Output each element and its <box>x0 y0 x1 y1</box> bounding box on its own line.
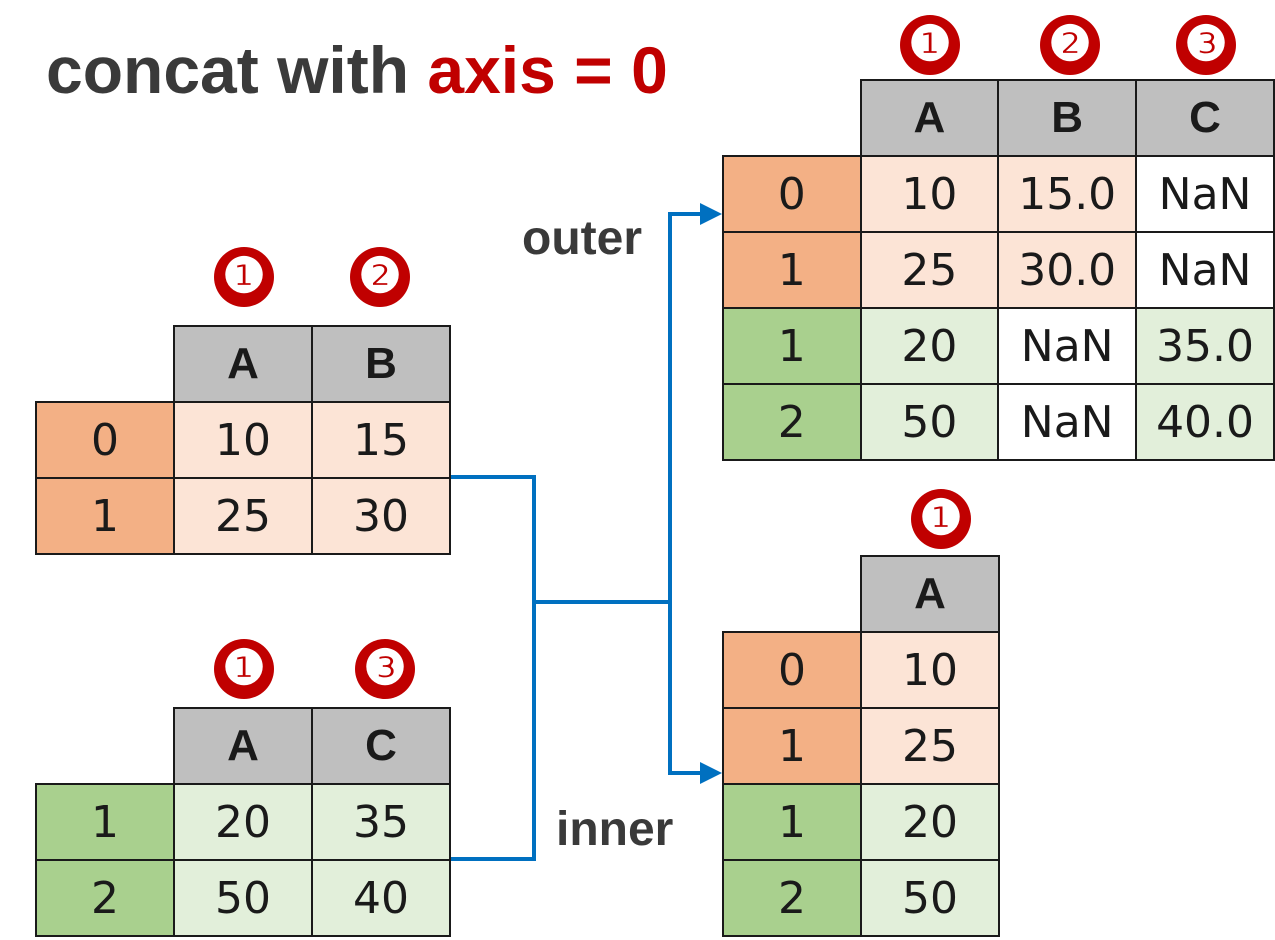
table-row: 0 10 <box>722 631 1000 709</box>
cell-value: NaN <box>997 383 1138 461</box>
row-index: 0 <box>722 631 862 709</box>
row-index: 1 <box>722 783 862 861</box>
outer-result-table: A B C 0 10 15.0 NaN 1 25 30.0 NaN 1 20 N… <box>722 79 1275 461</box>
marker-df2-c: ❸ <box>355 639 415 699</box>
corner-cell <box>36 708 174 784</box>
title-highlight: axis = 0 <box>427 33 668 107</box>
cell-value: 50 <box>859 383 1000 461</box>
row-index: 1 <box>722 231 862 309</box>
cell-value: 25 <box>859 231 1000 309</box>
marker-df1-a: ❶ <box>214 247 274 307</box>
table-row: 0 10 15.0 NaN <box>722 155 1275 233</box>
table-row: 2 50 NaN 40.0 <box>722 383 1275 461</box>
outer-connector <box>668 212 702 602</box>
cell-value: 10 <box>173 401 313 479</box>
marker-inner-a: ❶ <box>911 489 971 549</box>
corner-cell <box>723 556 861 632</box>
cell-value: 15.0 <box>997 155 1138 233</box>
cell-value: 40 <box>311 859 451 937</box>
row-index: 2 <box>722 383 862 461</box>
cell-value: NaN <box>1135 155 1275 233</box>
df1-connector <box>448 475 536 602</box>
table-row: 1 20 NaN 35.0 <box>722 307 1275 385</box>
table-row: 1 20 35 <box>35 783 451 861</box>
outer-arrowhead <box>700 203 722 225</box>
corner-cell <box>723 80 861 156</box>
row-index: 1 <box>722 307 862 385</box>
column-header-b: B <box>997 79 1138 157</box>
row-index: 0 <box>722 155 862 233</box>
table-row: 1 25 30.0 NaN <box>722 231 1275 309</box>
table-row: 1 25 30 <box>35 477 451 555</box>
header-row: A B C <box>723 79 1275 157</box>
column-header-a: A <box>859 79 1000 157</box>
cell-value: 25 <box>860 707 1000 785</box>
header-row: A B <box>36 325 451 403</box>
marker-df2-a: ❶ <box>214 639 274 699</box>
table-row: 1 20 <box>722 783 1000 861</box>
cell-value: 20 <box>860 783 1000 861</box>
marker-outer-a: ❶ <box>900 15 960 75</box>
df2-table: A C 1 20 35 2 50 40 <box>35 707 451 937</box>
outer-label: outer <box>522 212 642 265</box>
column-header-c: C <box>1135 79 1275 157</box>
column-header-c: C <box>311 707 451 785</box>
row-index: 1 <box>722 707 862 785</box>
column-header-a: A <box>860 555 1000 633</box>
column-header-a: A <box>173 707 313 785</box>
cell-value: 30 <box>311 477 451 555</box>
inner-arrowhead <box>700 762 722 784</box>
cell-value: 50 <box>173 859 313 937</box>
diagram-title: concat with axis = 0 <box>46 30 668 110</box>
cell-value: 25 <box>173 477 313 555</box>
column-header-b: B <box>311 325 451 403</box>
column-header-a: A <box>173 325 313 403</box>
cell-value: 40.0 <box>1135 383 1275 461</box>
cell-value: 50 <box>860 859 1000 937</box>
row-index: 1 <box>35 477 175 555</box>
cell-value: 35 <box>311 783 451 861</box>
marker-df1-b: ❷ <box>350 247 410 307</box>
cell-value: 35.0 <box>1135 307 1275 385</box>
cell-value: NaN <box>997 307 1138 385</box>
table-row: 0 10 15 <box>35 401 451 479</box>
cell-value: 15 <box>311 401 451 479</box>
inner-label: inner <box>556 803 674 856</box>
row-index: 0 <box>35 401 175 479</box>
corner-cell <box>36 326 174 402</box>
inner-connector <box>668 602 702 775</box>
table-row: 1 25 <box>722 707 1000 785</box>
marker-outer-b: ❷ <box>1040 15 1100 75</box>
cell-value: 10 <box>860 631 1000 709</box>
title-prefix: concat with <box>46 33 410 107</box>
table-row: 2 50 <box>722 859 1000 937</box>
header-row: A C <box>36 707 451 785</box>
inner-result-table: A 0 10 1 25 1 20 2 50 <box>722 555 1000 937</box>
cell-value: 20 <box>173 783 313 861</box>
df1-table: A B 0 10 15 1 25 30 <box>35 325 451 555</box>
row-index: 2 <box>35 859 175 937</box>
header-row: A <box>723 555 1000 633</box>
table-row: 2 50 40 <box>35 859 451 937</box>
df2-connector <box>448 602 536 861</box>
row-index: 2 <box>722 859 862 937</box>
row-index: 1 <box>35 783 175 861</box>
cell-value: NaN <box>1135 231 1275 309</box>
cell-value: 30.0 <box>997 231 1138 309</box>
marker-outer-c: ❸ <box>1176 15 1236 75</box>
cell-value: 20 <box>859 307 1000 385</box>
cell-value: 10 <box>859 155 1000 233</box>
